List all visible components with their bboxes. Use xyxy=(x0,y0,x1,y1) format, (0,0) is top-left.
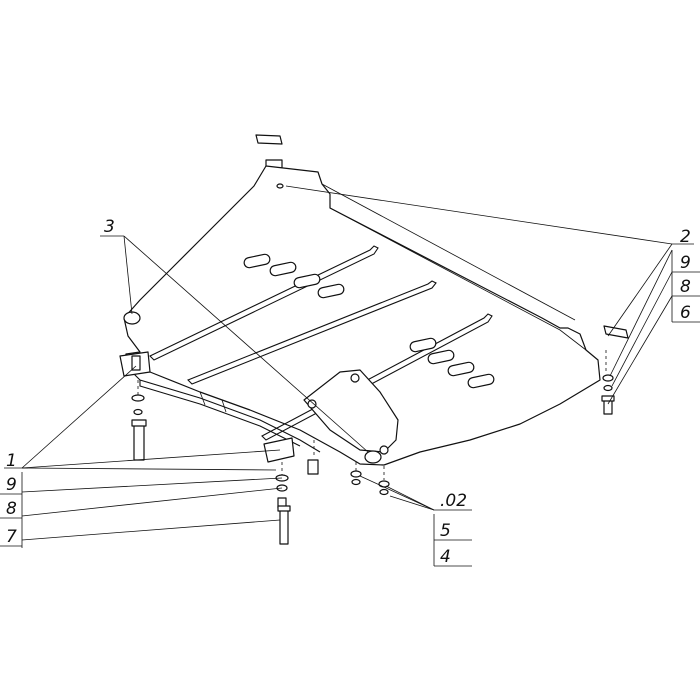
ventilation-slots xyxy=(243,253,495,389)
callout-1: 1 xyxy=(6,451,17,471)
callout-labels: 3 2 9 8 6 1 9 8 7 .02 5 4 xyxy=(6,217,691,567)
left-bracket xyxy=(119,351,151,461)
callout-1-stack-2: 7 xyxy=(6,527,17,547)
callout-1-stack-1: 8 xyxy=(6,499,17,519)
callout-2-stack-1: 8 xyxy=(680,277,691,297)
callout-02: .02 xyxy=(440,491,467,511)
callout-1-stack-0: 9 xyxy=(6,475,17,495)
right-bracket xyxy=(601,325,629,415)
stiffening-ribs xyxy=(149,245,493,441)
callout-02-stack-0: 5 xyxy=(440,521,451,541)
callout-2-stack-2: 6 xyxy=(680,303,691,323)
mounting-holes xyxy=(123,183,382,464)
callout-3: 3 xyxy=(104,217,115,237)
center-bracket xyxy=(263,437,295,545)
callout-2: 2 xyxy=(680,227,691,247)
callout-02-stack-1: 4 xyxy=(440,547,451,567)
leader-lines xyxy=(0,185,700,567)
top-bracket xyxy=(255,134,283,169)
center-pad xyxy=(303,369,399,455)
callout-2-stack-0: 9 xyxy=(680,253,691,273)
